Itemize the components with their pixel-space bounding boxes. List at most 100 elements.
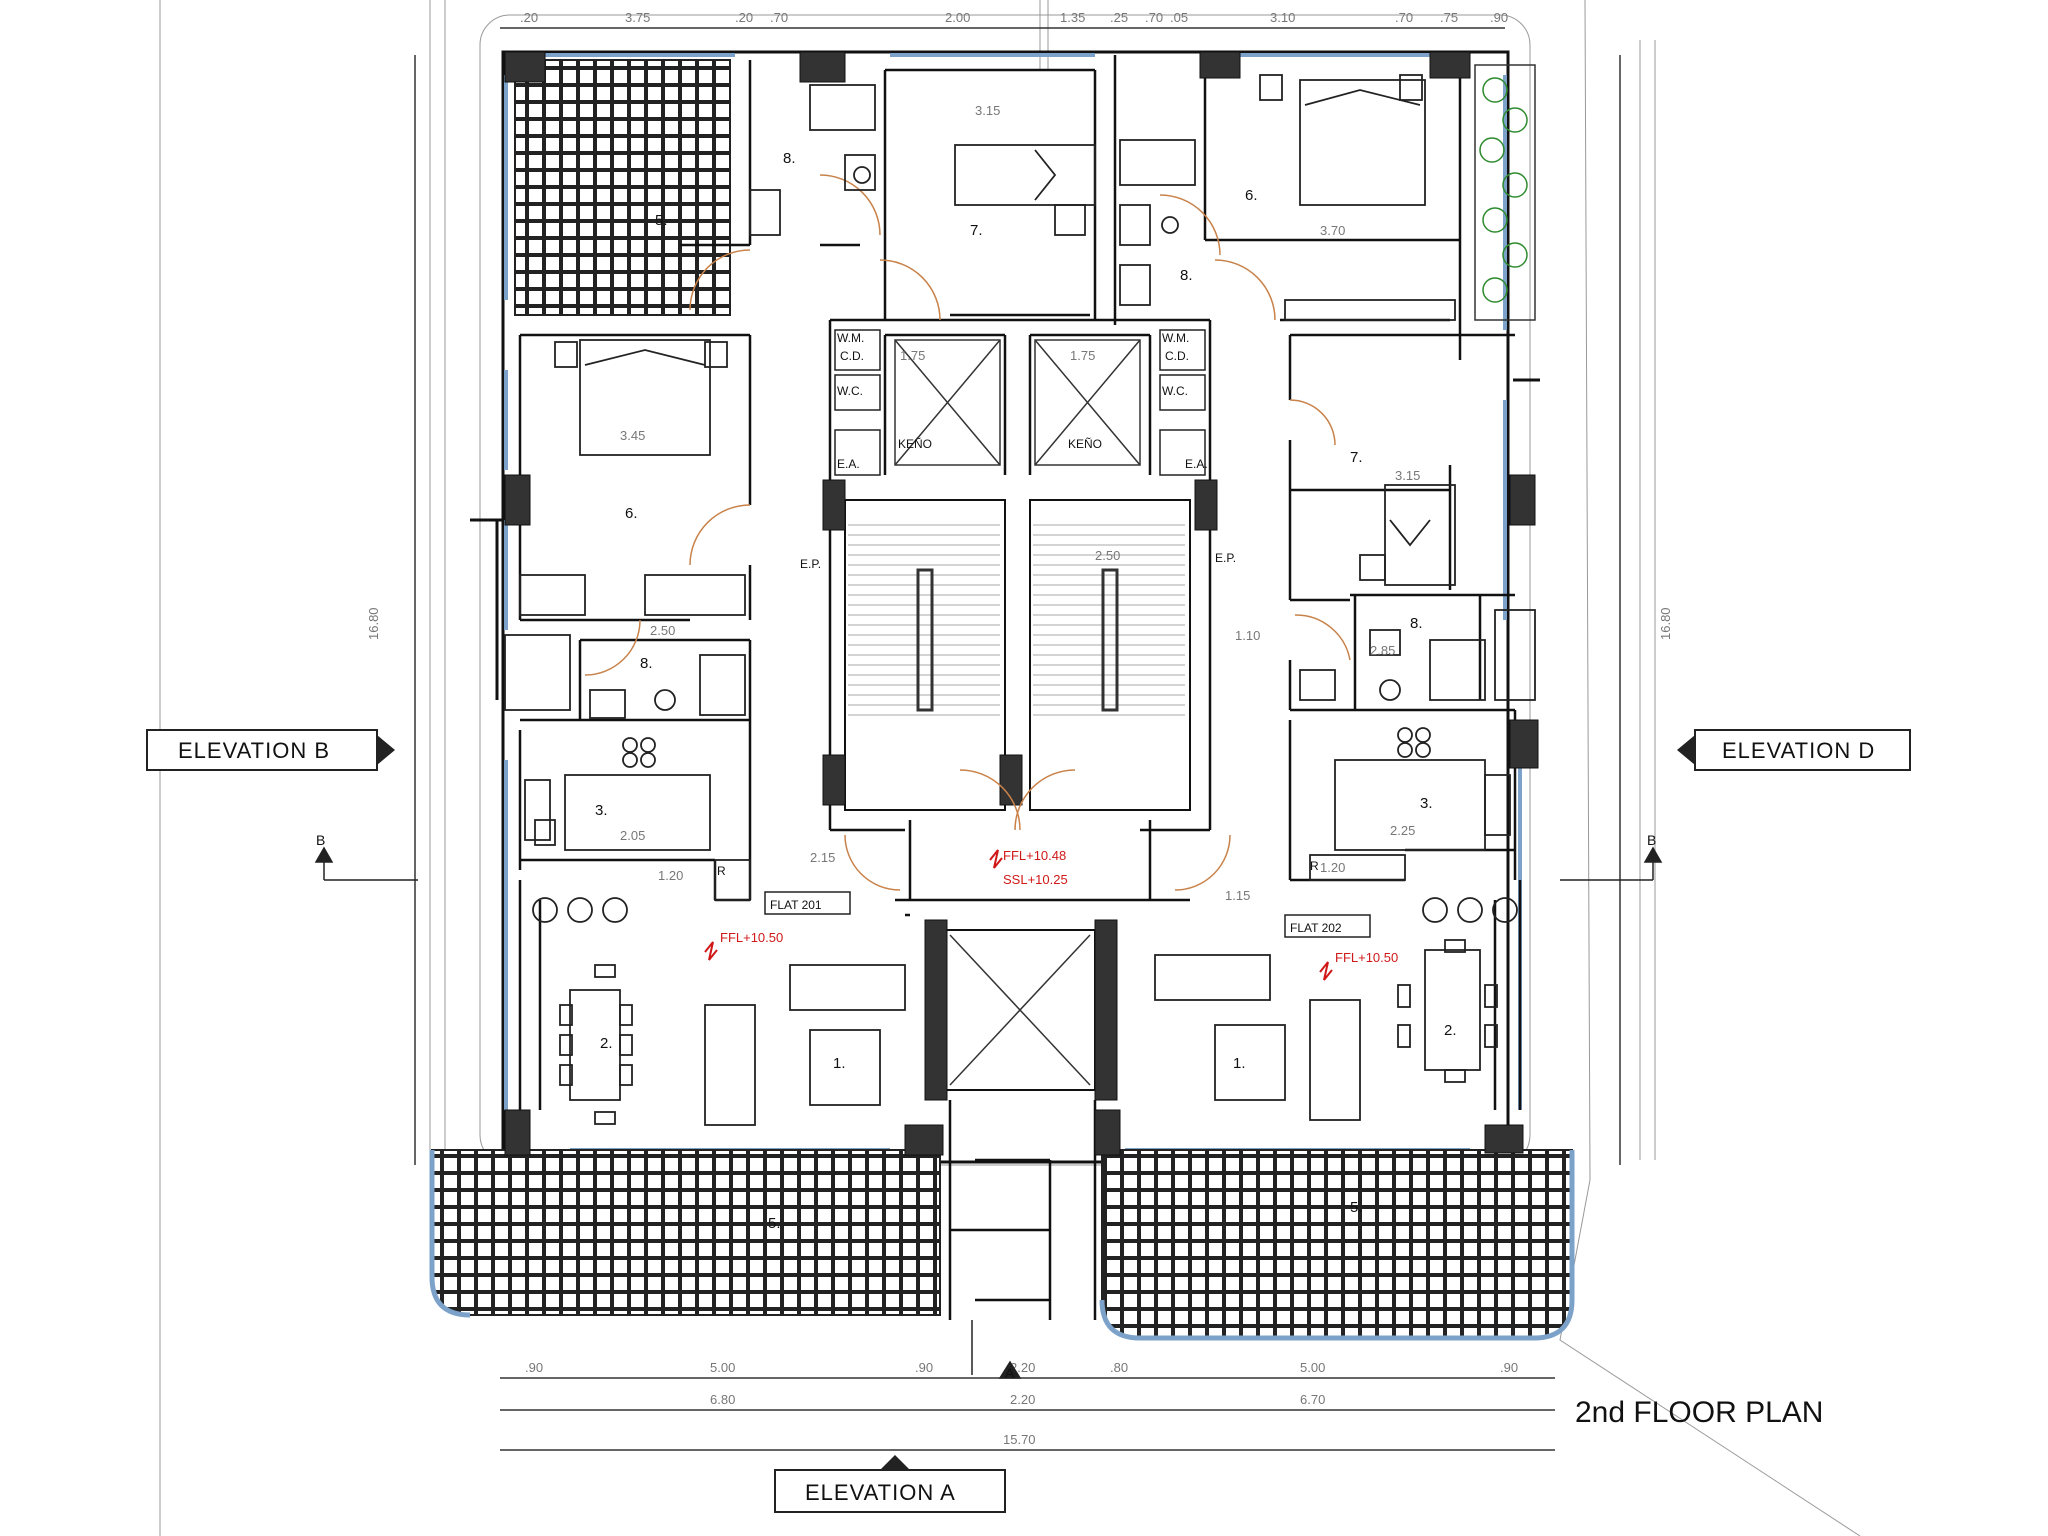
room-bedroom-right: 7. [1350, 449, 1363, 466]
elevation-d-arrow [1677, 735, 1695, 765]
section-b-right-marker [1643, 846, 1663, 863]
exterior-walls [470, 50, 1540, 1164]
dim-kit-right-b: 1.20 [1320, 860, 1345, 875]
room-kitchen-right: 3. [1420, 795, 1433, 812]
dim-top-6: .25 [1110, 10, 1128, 25]
elevation-d-label: ELEVATION D [1722, 738, 1875, 763]
room-bath-top-left: 8. [783, 150, 796, 167]
flat-left-label: FLAT 201 [770, 898, 822, 912]
dim-bath-right: 2.85 [1370, 643, 1395, 658]
dim-top-10: .70 [1395, 10, 1413, 25]
dim-bottom-r2-2: 6.70 [1300, 1392, 1325, 1407]
label-cd-left: C.D. [840, 349, 864, 363]
dim-bottom-r2-1: 2.20 [1010, 1392, 1035, 1407]
dim-side-right: 16.80 [1658, 607, 1673, 640]
level-marker-left [704, 941, 718, 961]
dim-top-3: .70 [770, 10, 788, 25]
label-wm-right: W.M. [1162, 331, 1189, 345]
label-wc-right: W.C. [1162, 384, 1188, 398]
label-r-right: R [1310, 859, 1319, 873]
dim-bottom-2: .90 [915, 1360, 933, 1375]
dim-bed-right: 3.15 [1395, 468, 1420, 483]
dim-top-9: 3.10 [1270, 10, 1295, 25]
room-bedroom-top: 7. [970, 222, 983, 239]
label-keno-left: KEÑO [898, 437, 932, 451]
dim-top-0: .20 [520, 10, 538, 25]
service-boxes [834, 329, 1206, 476]
room-veranda-right: 5. [1350, 1199, 1363, 1216]
level-marker-right [1319, 961, 1333, 981]
flat-right-tag-box [1284, 914, 1371, 938]
label-ep-right: E.P. [1215, 551, 1236, 565]
room-dining-left: 2. [600, 1035, 613, 1052]
elevation-b-arrow [377, 735, 395, 765]
room-living-right: 1. [1233, 1055, 1246, 1072]
dim-bottom-0: .90 [525, 1360, 543, 1375]
furniture [504, 74, 1536, 1126]
dim-kit-left: 2.05 [620, 828, 645, 843]
section-b-right-label: B [1647, 832, 1656, 848]
dim-bottom-1: 5.00 [710, 1360, 735, 1375]
label-cd-right: C.D. [1165, 349, 1189, 363]
elevation-a-box [774, 1469, 1006, 1513]
dim-top-7: .70 [1145, 10, 1163, 25]
dim-top-1: 3.75 [625, 10, 650, 25]
label-wc-left: W.C. [837, 384, 863, 398]
flat-left-tag-box [764, 891, 851, 915]
elevation-b-label: ELEVATION B [178, 738, 330, 763]
site-boundary [159, 0, 1861, 1536]
structural-columns [504, 51, 1539, 1156]
dim-top-4: 2.00 [945, 10, 970, 25]
dim-bottom-6: .90 [1500, 1360, 1518, 1375]
label-ea-left: E.A. [837, 457, 860, 471]
room-master-left: 6. [625, 505, 638, 522]
stair-treads [848, 520, 1185, 720]
section-a-label: A [1005, 1365, 1015, 1381]
dim-top-11: .75 [1440, 10, 1458, 25]
dim-stair: 2.50 [1095, 548, 1120, 563]
tiled-terraces [429, 59, 1575, 1341]
elevation-a-label: ELEVATION A [805, 1480, 956, 1505]
dim-bottom-5: 5.00 [1300, 1360, 1325, 1375]
planter [1474, 64, 1536, 321]
level-core-ffl: FFL+10.48 [1003, 848, 1066, 863]
dimension-lines [414, 27, 1621, 1451]
label-r-left: R [717, 864, 726, 878]
dim-kit-left-b: 1.20 [658, 868, 683, 883]
dim-top-12: .90 [1490, 10, 1508, 25]
elevation-a-arrow [880, 1455, 910, 1470]
lift-shafts [894, 339, 1141, 1086]
dim-bath-left: 2.50 [650, 623, 675, 638]
dim-bottom-4: .80 [1110, 1360, 1128, 1375]
section-b-left-marker [314, 846, 334, 863]
dim-lift-right: 1.75 [1070, 348, 1095, 363]
dim-bed-right-top: 3.70 [1320, 223, 1345, 238]
room-veranda-top: 5. [655, 212, 668, 229]
door-swings [584, 174, 1351, 891]
elevation-d-box [1694, 729, 1911, 771]
level-flat-right: FFL+10.50 [1335, 950, 1398, 965]
dim-core-r: 1.15 [1225, 888, 1250, 903]
dim-bed-left: 3.45 [620, 428, 645, 443]
label-ea-right: E.A. [1185, 457, 1208, 471]
dim-bed-top: 3.15 [975, 103, 1000, 118]
dim-bottom-r2-0: 6.80 [710, 1392, 735, 1407]
level-flat-left: FFL+10.50 [720, 930, 783, 945]
dim-hall: 1.10 [1235, 628, 1260, 643]
room-veranda-left: 5. [768, 1215, 781, 1232]
dim-kit-right: 2.25 [1390, 823, 1415, 838]
room-bath-left: 8. [640, 655, 653, 672]
dim-bottom-total: 15.70 [1003, 1432, 1036, 1447]
label-keno-right: KEÑO [1068, 437, 1102, 451]
flat-right-label: FLAT 202 [1290, 921, 1342, 935]
room-living-left: 1. [833, 1055, 846, 1072]
room-master-right: 6. [1245, 187, 1258, 204]
dim-side-left: 16.80 [366, 607, 381, 640]
level-core-ssl: SSL+10.25 [1003, 872, 1068, 887]
elevation-b-box [146, 729, 378, 771]
dim-top-2: .20 [735, 10, 753, 25]
label-wm-left: W.M. [837, 331, 864, 345]
dim-top-5: 1.35 [1060, 10, 1085, 25]
dim-core-l: 2.15 [810, 850, 835, 865]
